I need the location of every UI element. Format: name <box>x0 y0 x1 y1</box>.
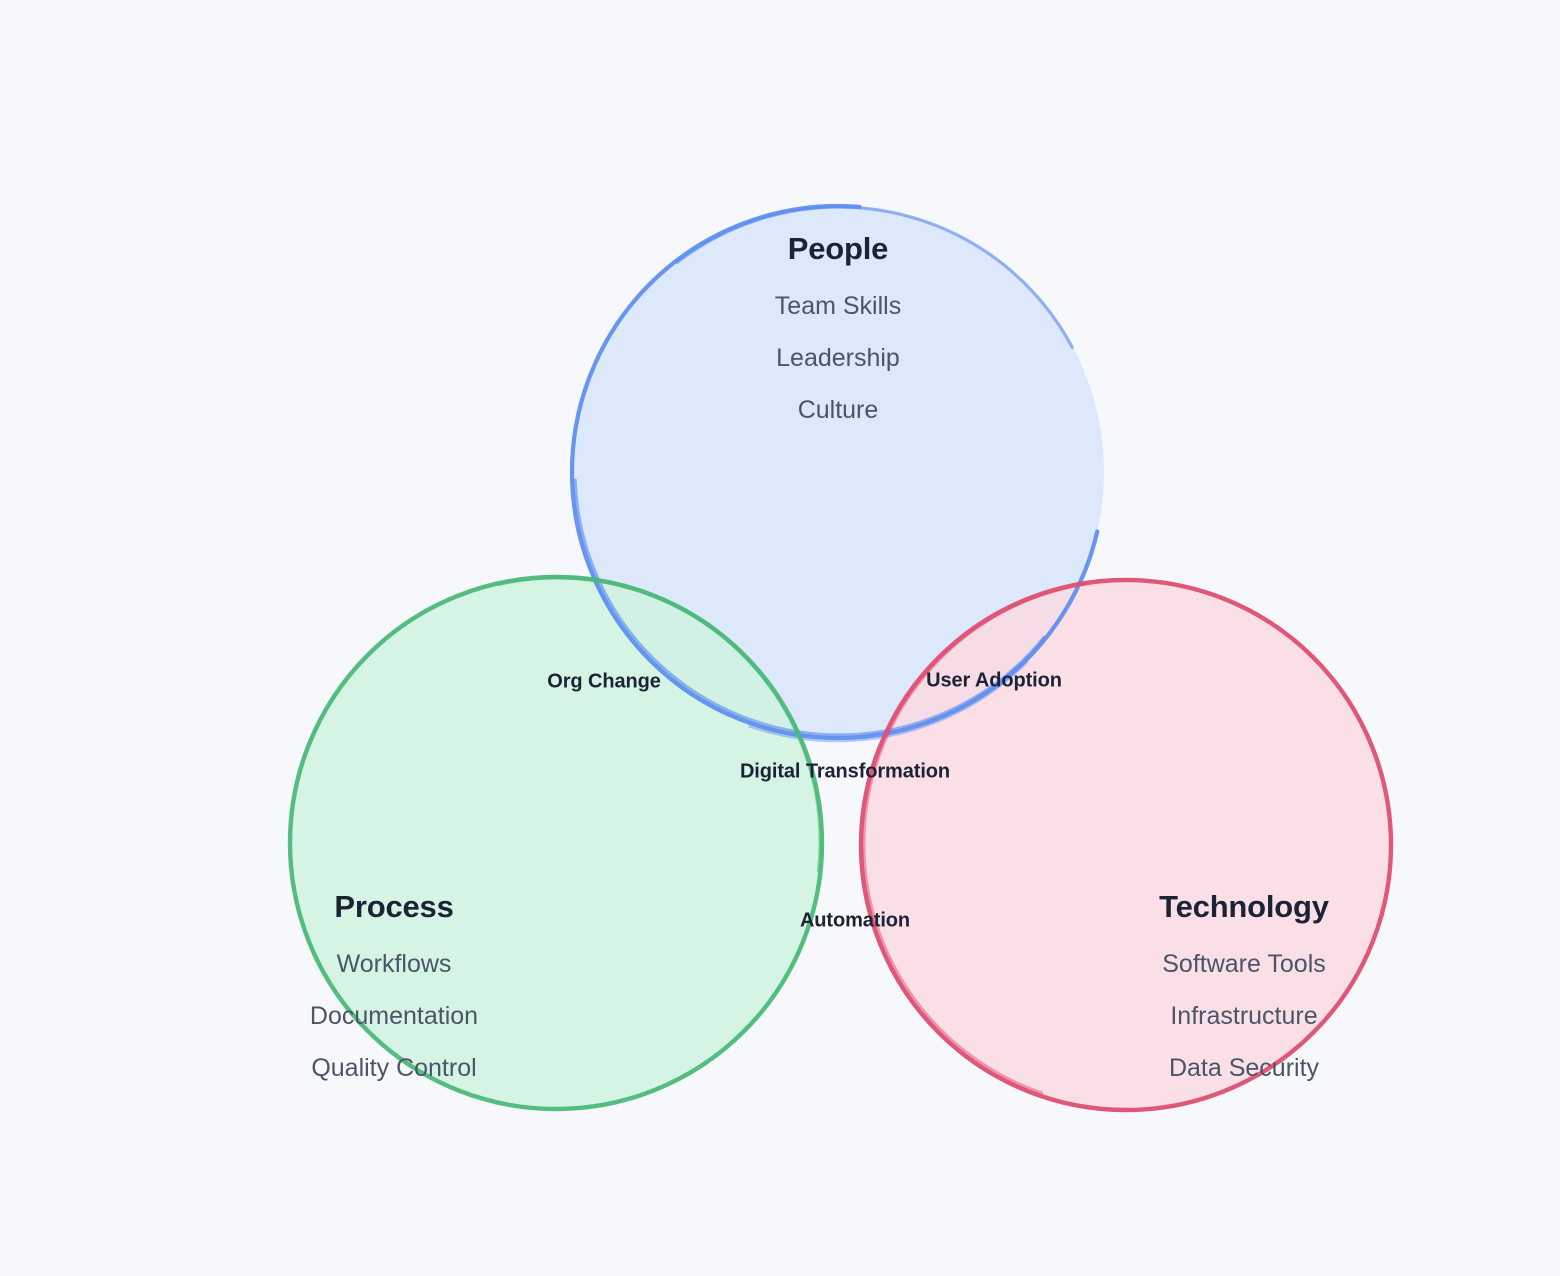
circle-outline-people-c <box>567 203 1107 743</box>
venn-circle-outlines <box>284 203 1394 1116</box>
circle-outline-process-b <box>292 576 822 1106</box>
circle-fill-process[interactable] <box>290 577 822 1109</box>
circle-fill-technology[interactable] <box>861 580 1391 1110</box>
circle-outline-process-c <box>284 574 826 1116</box>
circle-outline-people-b <box>573 205 1105 737</box>
venn-circle-fills <box>290 206 1391 1110</box>
circle-outline-technology-b <box>862 579 1392 1109</box>
circle-outline-technology-a <box>858 577 1394 1113</box>
circle-fill-people[interactable] <box>572 206 1104 738</box>
